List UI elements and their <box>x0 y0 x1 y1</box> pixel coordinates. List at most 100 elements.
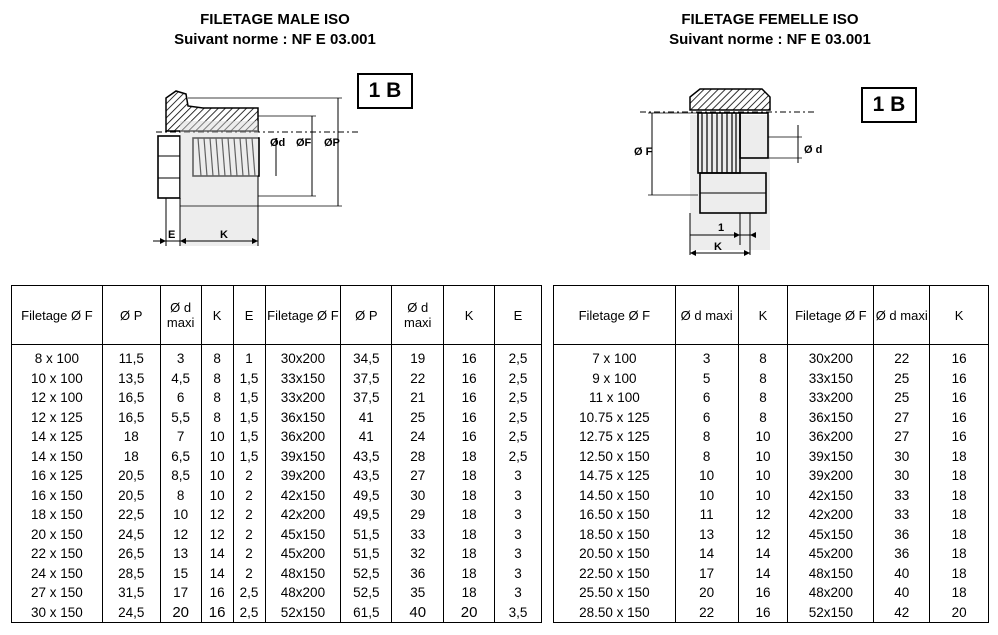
femelle-table-cell: 11 <box>674 505 739 525</box>
femelle-table-cell: 5 <box>674 368 739 388</box>
femelle-table-cell: 25 <box>873 368 931 388</box>
male-table-cell: 40 <box>391 602 445 623</box>
male-header-cell: Filetage Ø F <box>11 285 103 345</box>
male-table-cell: 1,5 <box>232 407 266 427</box>
male-table-cell: 52x150 <box>264 602 342 623</box>
femelle-header-cell: Filetage Ø F <box>787 285 875 345</box>
femelle-table-cell: 8 <box>737 344 789 369</box>
femelle-table-cell: 25.50 x 150 <box>553 583 676 603</box>
male-header-cell: K <box>200 285 234 345</box>
male-label-p: ØP <box>324 137 340 149</box>
male-table-cell: 27 <box>391 466 445 486</box>
male-table-cell: 8 <box>200 344 234 369</box>
femelle-table-cell: 42 <box>873 602 931 623</box>
femelle-table-cell: 25 <box>873 388 931 408</box>
male-table-cell: 12 x 100 <box>11 388 103 408</box>
femelle-header-cell: K <box>929 285 989 345</box>
male-table-cell: 35 <box>391 583 445 603</box>
male-table-cell: 16 <box>443 407 496 427</box>
male-table-cell: 25 <box>391 407 445 427</box>
male-table-cell: 34,5 <box>340 344 393 369</box>
male-table-cell: 17 <box>159 583 202 603</box>
femelle-table-cell: 27 <box>873 427 931 447</box>
male-table-cell: 16 <box>443 388 496 408</box>
male-table-cell: 16 <box>443 427 496 447</box>
femelle-table-cell: 27 <box>873 407 931 427</box>
male-table-cell: 20 <box>159 602 202 623</box>
femelle-table-cell: 40 <box>873 583 931 603</box>
male-table-cell: 26,5 <box>101 544 161 564</box>
male-table-cell: 52,5 <box>340 563 393 583</box>
male-table-cell: 30 <box>391 485 445 505</box>
femelle-table-cell: 36 <box>873 544 931 564</box>
femelle-table-cell: 10 <box>674 466 739 486</box>
male-table-cell: 8 <box>200 388 234 408</box>
femelle-title: FILETAGE FEMELLE ISO <box>681 11 859 28</box>
male-table-cell: 13 <box>159 544 202 564</box>
male-label-e: E <box>168 229 175 241</box>
male-table-cell: 3 <box>494 466 542 486</box>
male-table-cell: 12 <box>200 524 234 544</box>
male-table-cell: 2,5 <box>232 602 266 623</box>
male-table-cell: 18 <box>101 427 161 447</box>
femelle-table-cell: 22.50 x 150 <box>553 563 676 583</box>
femelle-table-cell: 13 <box>674 524 739 544</box>
male-table-cell: 10 x 100 <box>11 368 103 388</box>
male-table-cell: 18 <box>443 466 496 486</box>
femelle-table-cell: 8 <box>737 388 789 408</box>
male-badge: 1 B <box>357 73 413 109</box>
male-table-cell: 10 <box>200 446 234 466</box>
femelle-table-cell: 10 <box>737 446 789 466</box>
male-table-cell: 16,5 <box>101 388 161 408</box>
male-table-cell: 6,5 <box>159 446 202 466</box>
male-table-cell: 51,5 <box>340 524 393 544</box>
femelle-title-block: FILETAGE FEMELLE ISO Suivant norme : NF … <box>615 10 925 50</box>
femelle-table-cell: 16 <box>929 344 989 369</box>
male-table-cell: 1,5 <box>232 368 266 388</box>
male-table-cell: 3 <box>494 505 542 525</box>
male-table-cell: 36x200 <box>264 427 342 447</box>
femelle-table-cell: 16 <box>929 407 989 427</box>
femelle-table-cell: 8 <box>737 368 789 388</box>
male-label-f: ØF <box>296 137 312 149</box>
male-table-cell: 2 <box>232 544 266 564</box>
femelle-table-cell: 16 <box>737 583 789 603</box>
male-table-cell: 3 <box>494 524 542 544</box>
femelle-table-cell: 18 <box>929 485 989 505</box>
male-table-cell: 15 <box>159 563 202 583</box>
femelle-table-cell: 3 <box>674 344 739 369</box>
femelle-table-cell: 45x200 <box>787 544 875 564</box>
male-table-cell: 8 <box>200 368 234 388</box>
femelle-table-cell: 33 <box>873 505 931 525</box>
femelle-table-cell: 12 <box>737 505 789 525</box>
male-header-cell: E <box>232 285 266 345</box>
male-table-cell: 2,5 <box>494 368 542 388</box>
male-table-cell: 21 <box>391 388 445 408</box>
male-table-cell: 18 <box>443 583 496 603</box>
male-table-cell: 10 <box>200 485 234 505</box>
male-table-cell: 18 <box>101 446 161 466</box>
femelle-table-cell: 14.50 x 150 <box>553 485 676 505</box>
male-table-cell: 1,5 <box>232 388 266 408</box>
femelle-table-cell: 8 <box>737 407 789 427</box>
male-table-cell: 12 <box>159 524 202 544</box>
femelle-table-cell: 10 <box>737 466 789 486</box>
male-table-cell: 2 <box>232 524 266 544</box>
male-table-cell: 43,5 <box>340 446 393 466</box>
male-table-cell: 14 <box>200 544 234 564</box>
femelle-header-cell: Ø d maxi <box>873 285 931 345</box>
femelle-table-cell: 8 <box>674 427 739 447</box>
male-table-cell: 39x150 <box>264 446 342 466</box>
male-header-cell: Ø d maxi <box>391 285 445 345</box>
